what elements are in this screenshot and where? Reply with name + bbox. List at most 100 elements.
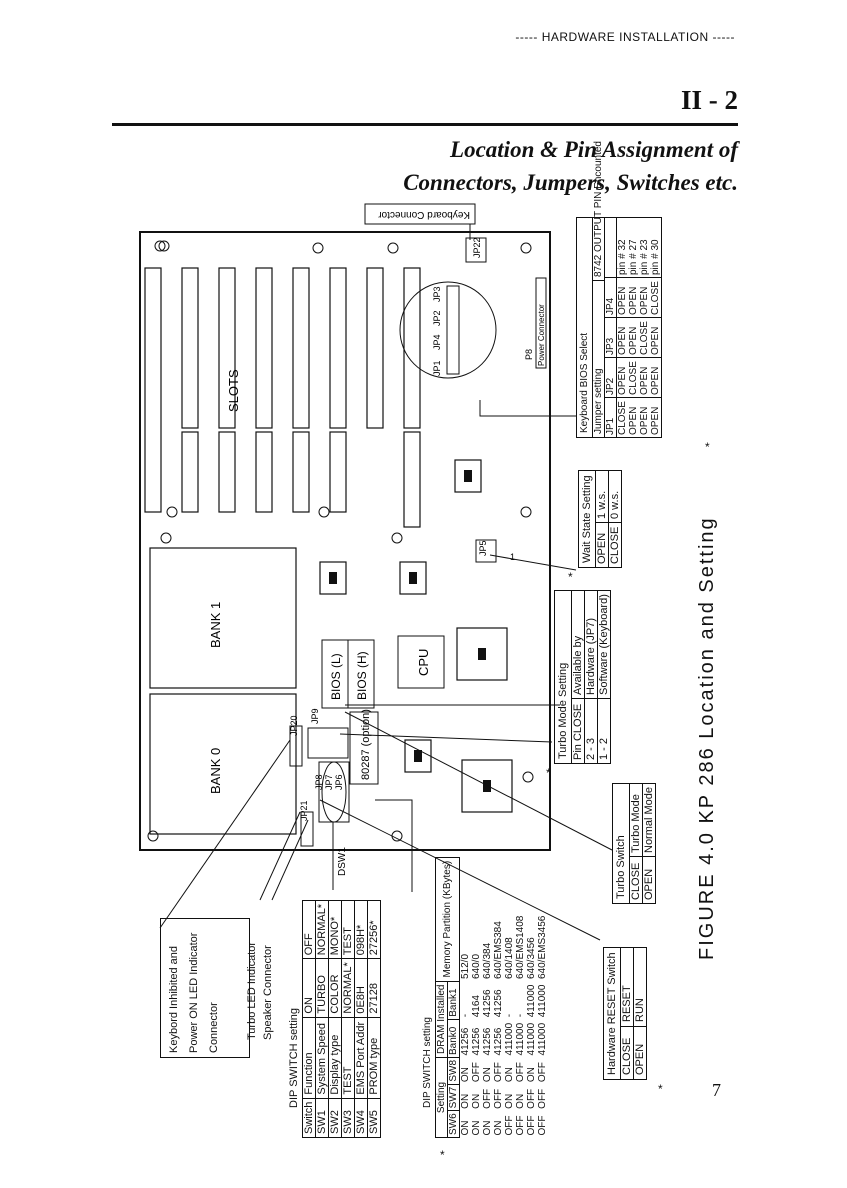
jp6-label: JP6 [334, 774, 344, 790]
table-cell: OPEN [617, 277, 628, 317]
table-row: OPEN Normal Mode [643, 784, 655, 903]
leader-lines [159, 400, 613, 941]
table-cell: - [460, 1013, 471, 1018]
slot-short [181, 431, 199, 513]
table-cell: ON [460, 1067, 471, 1083]
page-title-line1: Location & Pin Assignment of [450, 137, 738, 162]
default-mark: * [546, 766, 551, 780]
table-cell: OFF [504, 1115, 515, 1136]
table-cell: 41256 [471, 1027, 482, 1056]
table-group-header: Setting [435, 1057, 448, 1138]
dip-switch-grid: Switch Function ON OFF SW1 System Speed … [302, 900, 381, 1138]
table-cell: OPEN [628, 397, 639, 437]
table-cell: CLOSE [617, 397, 628, 437]
table-header: JP3 [605, 317, 616, 357]
table-row: OFF ON OFF 411000 - 640/EMS1408 [515, 857, 526, 1137]
table-cell: Turbo Mode [630, 794, 642, 853]
table-row: Switch Function ON OFF [302, 900, 316, 1138]
table-header: SW7 [447, 1084, 460, 1111]
table-cell: ON [526, 1067, 537, 1083]
leader-line [339, 733, 553, 743]
table-row: OFF ON ON 411000 - 640/1408 [504, 857, 515, 1137]
table-cell: pin # 23 [639, 239, 650, 275]
table-cell: PROM type [367, 1017, 381, 1099]
table-cell: TURBO [315, 958, 329, 1018]
table-cell [605, 221, 616, 277]
table-cell: OPEN [639, 397, 650, 437]
table-cell: CLOSE [621, 1026, 633, 1079]
table-header: Pin CLOSE [572, 698, 584, 763]
mounting-hole [522, 771, 534, 783]
jumper-block [300, 811, 314, 847]
table-cell: TEST [341, 1017, 355, 1099]
table-row: OPEN CLOSE OPEN OPEN pin # 27 [628, 218, 639, 437]
mounting-hole [520, 506, 532, 518]
kbd-jumper-strip [446, 285, 460, 375]
slot-long [218, 267, 236, 429]
jp8-label: JP8 [314, 774, 324, 790]
table-cell: RESET [621, 985, 633, 1022]
bank1-area [149, 547, 297, 689]
mounting-hole [520, 242, 532, 254]
mounting-hole [166, 506, 178, 518]
chip [399, 561, 427, 595]
table-cell: 640/0 [471, 953, 482, 980]
table-header: Function [302, 1017, 316, 1099]
slot-short [329, 431, 347, 513]
table-cell: OFF [515, 1062, 526, 1083]
table-header: ON [302, 958, 316, 1018]
page-title-line2: Connectors, Jumpers, Switches etc. [403, 170, 738, 195]
table-header: JP2 [605, 357, 616, 397]
slots-label: SLOTS [226, 369, 241, 412]
callout-line: Connector [207, 1002, 220, 1053]
turbo-mode-table: Turbo Mode Setting Pin CLOSE Available b… [554, 590, 611, 764]
table-cell: 41256 [482, 1027, 493, 1056]
jp20-label: JP20 [289, 715, 299, 736]
table-cell: CLOSE [650, 277, 661, 317]
table-cell: OPEN [643, 856, 655, 903]
table-cell: 640/384 [482, 942, 493, 980]
default-mark: * [705, 440, 710, 454]
table-cell: 27256* [367, 900, 381, 959]
power-connector-box [535, 277, 547, 369]
bios-l-label: BIOS (L) [329, 653, 343, 700]
chip [456, 627, 508, 681]
chip-mark [409, 572, 417, 584]
callout-speaker: Speaker Connector [262, 945, 274, 1040]
table-row: OPEN OPEN CLOSE OPEN pin # 23 [639, 218, 650, 437]
table-cell: SW4 [354, 1098, 368, 1138]
chip-mark [478, 648, 486, 660]
table-cell: OPEN [628, 277, 639, 317]
table-cell: 411000 [526, 1022, 537, 1056]
jumper-block [289, 725, 303, 767]
table-cell: 411000 [515, 1022, 526, 1056]
leader-line [259, 811, 301, 901]
chip-mark [464, 470, 472, 482]
table-cell: pin # 30 [650, 239, 661, 275]
table-row: ON OFF ON 41256 41256 640/384 [482, 857, 493, 1137]
table-cell: pin # 32 [617, 239, 628, 275]
callout-turbo-led: Turbo LED Indicator [246, 941, 258, 1040]
chip [461, 759, 513, 813]
keyboard-connector-box [364, 203, 476, 225]
slot-short [218, 431, 236, 513]
table-cell: Normal Mode [643, 786, 655, 853]
leader-line [344, 711, 613, 851]
mounting-hole [158, 240, 170, 252]
jp7-label: JP7 [324, 774, 334, 790]
table-cell: ON [493, 1120, 504, 1136]
table-cell: 1 w.s. [596, 490, 608, 519]
mounting-holes [147, 240, 534, 842]
table-cell: 4164 [471, 995, 482, 1018]
expansion-slots [144, 267, 421, 528]
table-cell: CLOSE [609, 522, 621, 567]
table-cell: OFF [526, 1115, 537, 1136]
table-cell: 098H* [354, 900, 368, 959]
mounting-hole [387, 242, 399, 254]
table-header: Available by [572, 635, 584, 695]
table-cell: SW3 [341, 1098, 355, 1138]
jumper-block [475, 539, 497, 563]
coprocessor-socket [349, 711, 379, 785]
mounting-hole [391, 830, 403, 842]
